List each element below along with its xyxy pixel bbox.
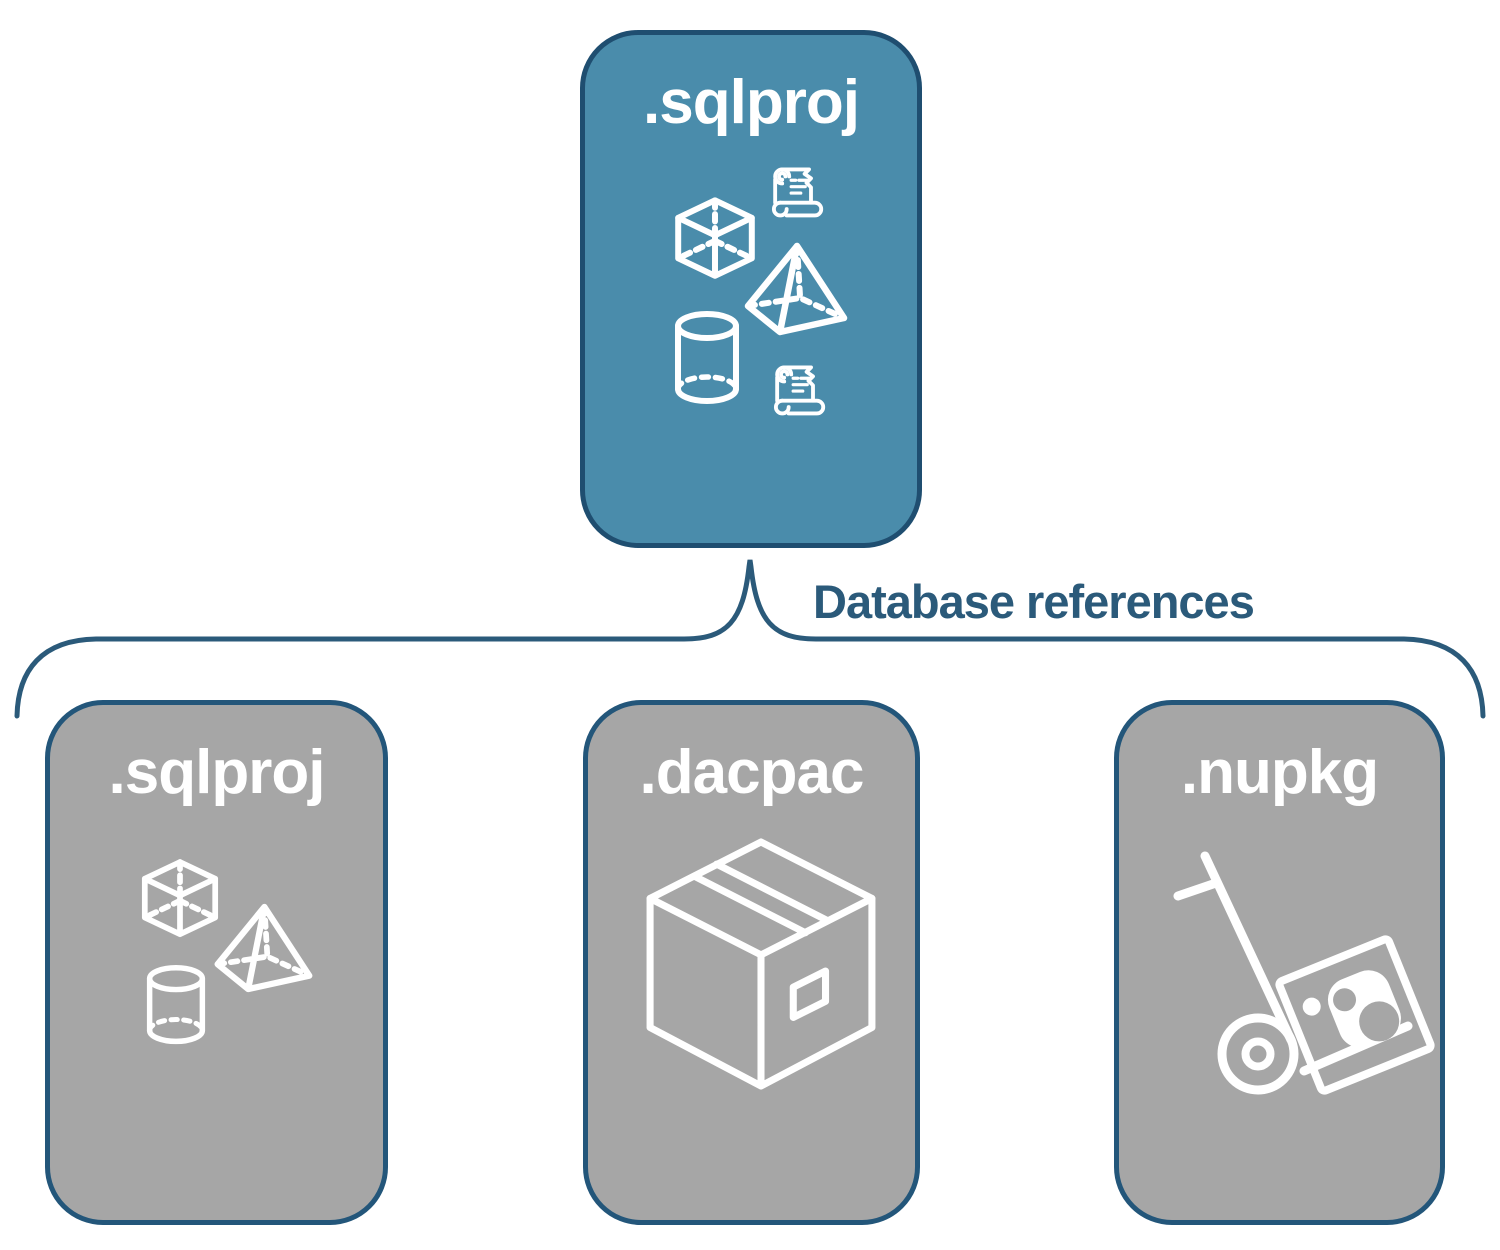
package-box-icon [640,833,882,1097]
root-sqlproj-box: .sqlproj [580,30,922,548]
pyramid-icon [740,240,850,338]
root-box-label: .sqlproj [643,68,860,137]
child-box-label: .nupkg [1180,738,1379,807]
child-nupkg-box: .nupkg [1114,700,1445,1225]
cube-icon [136,855,224,943]
child-box-label: .sqlproj [108,738,326,807]
cylinder-icon [671,311,743,405]
scroll-icon [763,163,827,227]
connector-label: Database references [813,575,1255,628]
nuget-package-icon [1275,935,1435,1095]
cube-icon [669,193,761,285]
hand-truck-icon [1173,850,1435,1095]
child-box-label: .dacpac [639,738,865,807]
child-dacpac-box: .dacpac [583,700,920,1225]
scroll-icon [765,361,829,425]
pyramid-icon [210,901,315,995]
cylinder-icon [143,965,209,1045]
child-sqlproj-box: .sqlproj [45,700,388,1225]
